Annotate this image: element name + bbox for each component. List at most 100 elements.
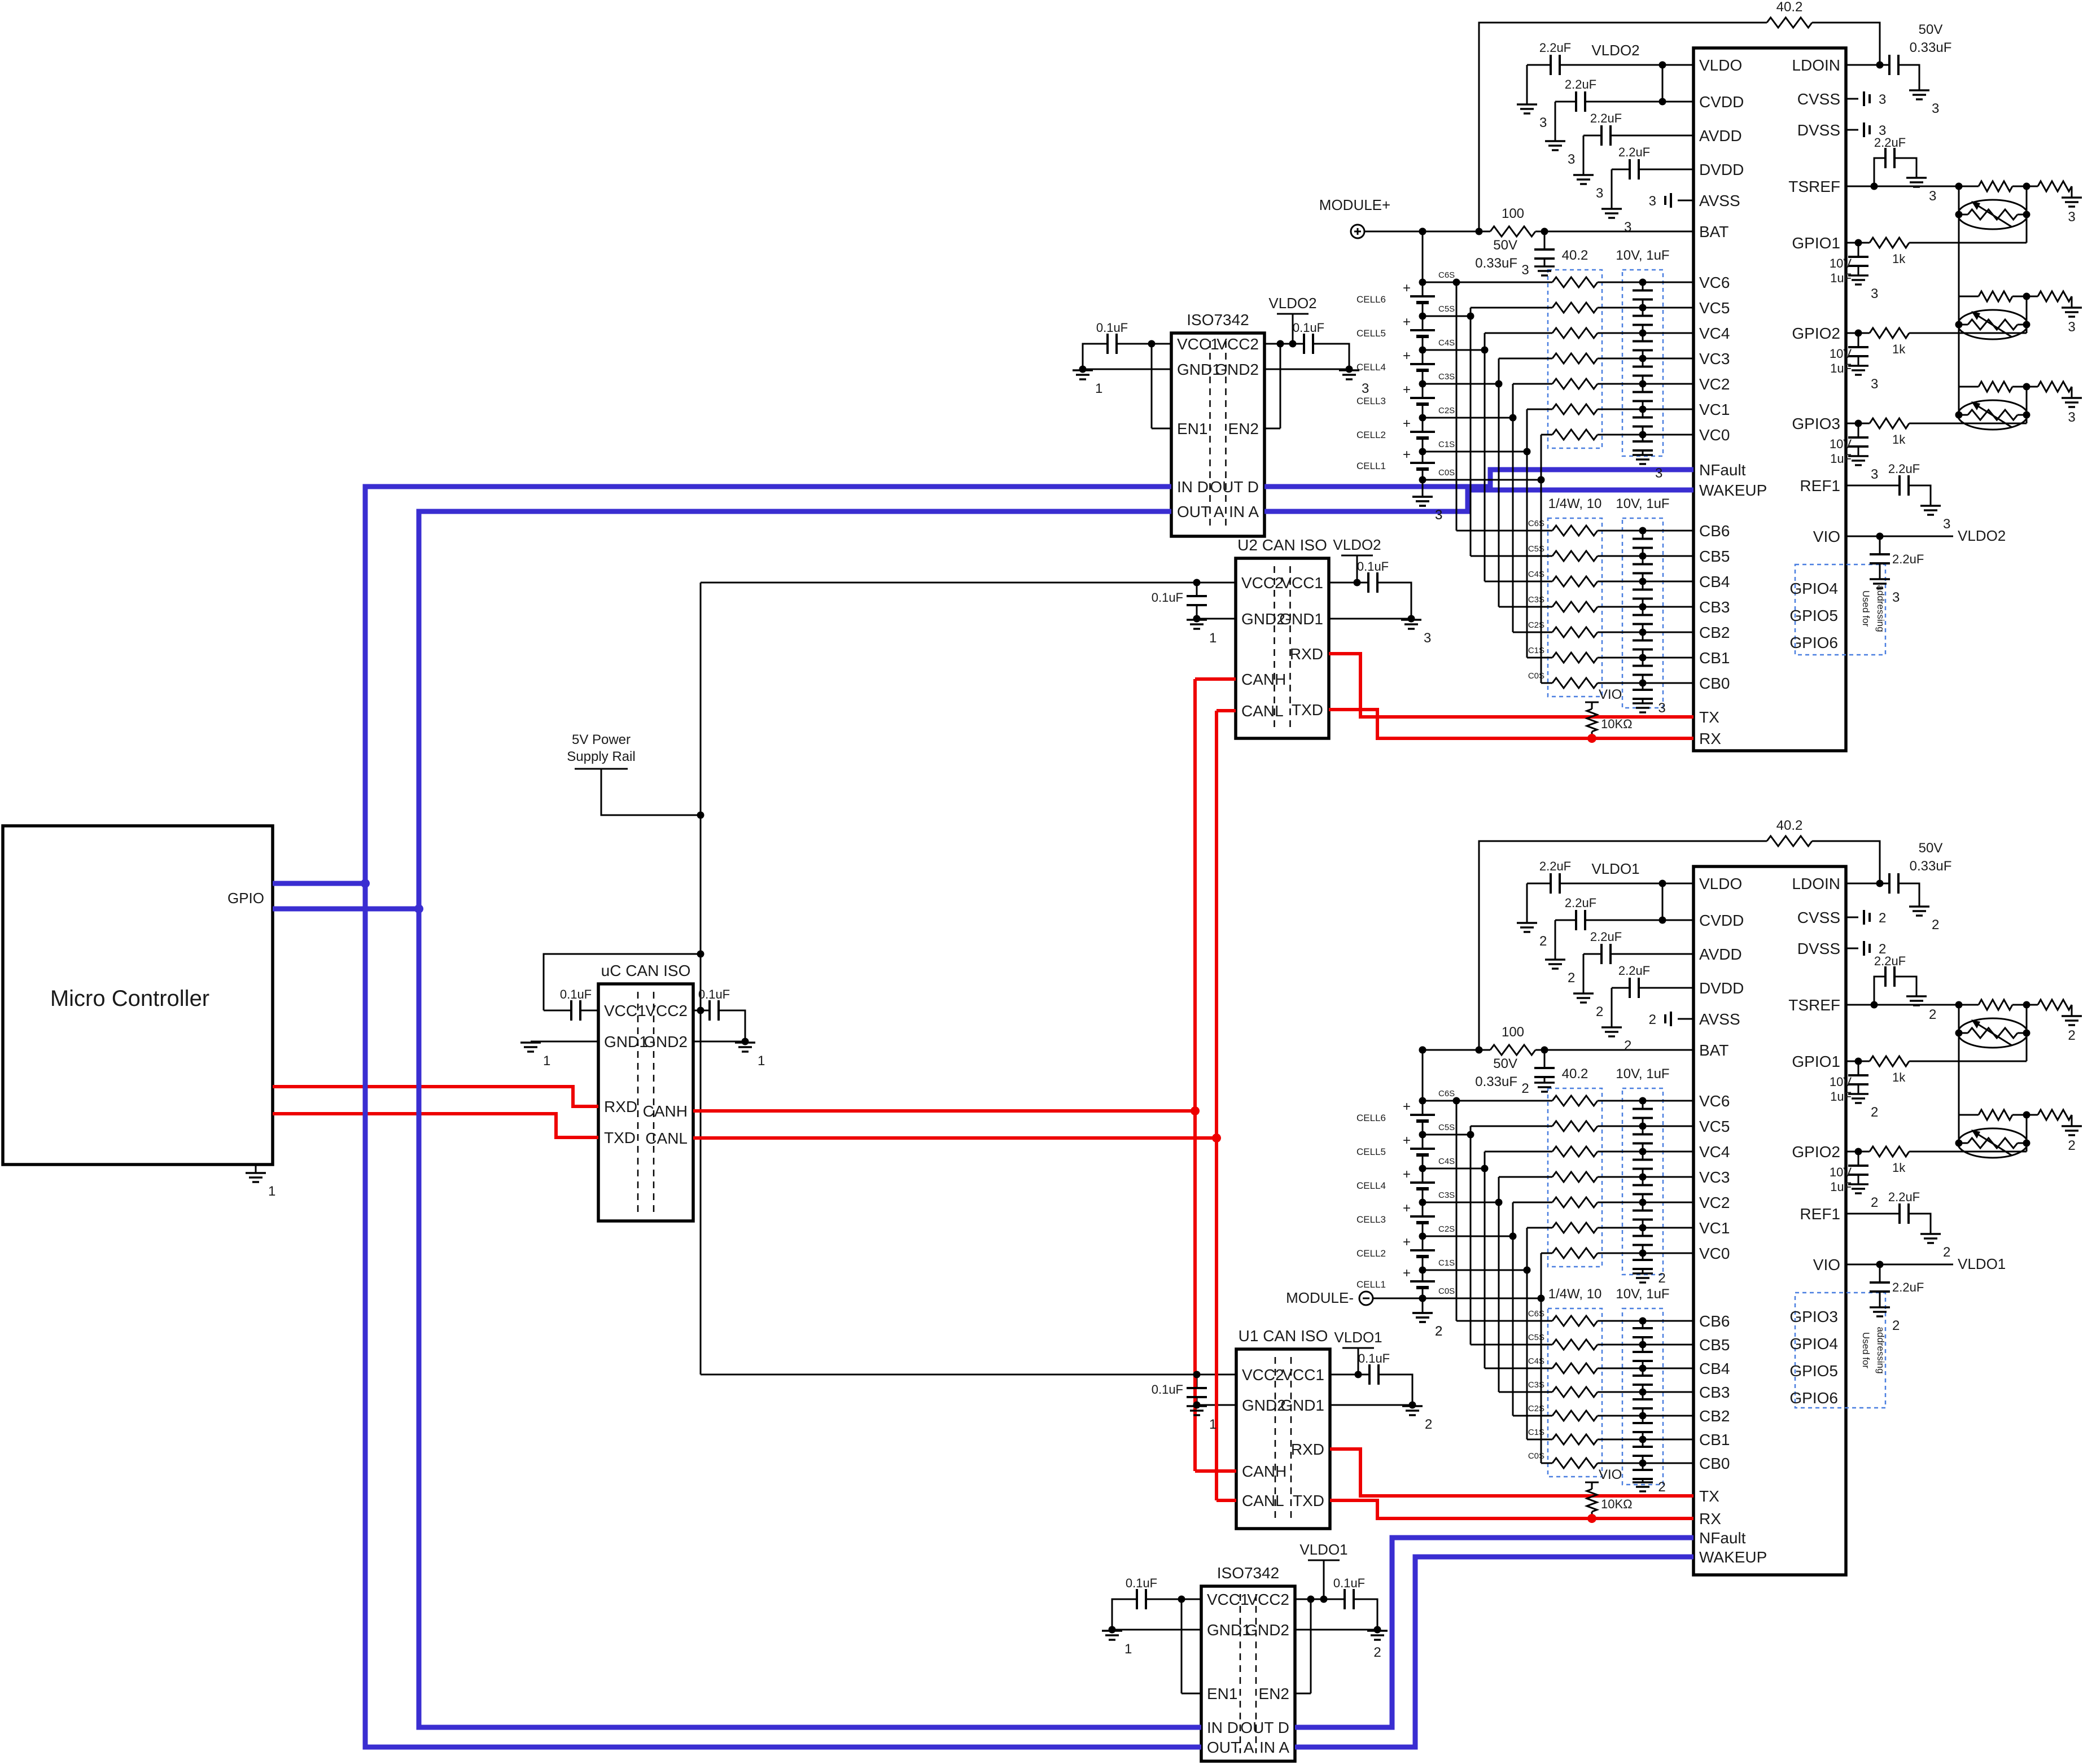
thermistor-icon xyxy=(1971,1019,1980,1028)
dashed-group-box xyxy=(1794,563,1887,656)
label: 0.1uF xyxy=(1333,1576,1365,1590)
label: 1/4W, 10 xyxy=(1548,1286,1602,1302)
tap-label: C0S xyxy=(1528,671,1544,681)
ground-net-number: 2 xyxy=(1596,1004,1603,1019)
pin-VCC2: VCC2 xyxy=(1241,574,1284,592)
ground-net-number: 3 xyxy=(1932,101,1939,116)
wire xyxy=(1898,882,1920,907)
pin-VC5: VC5 xyxy=(1699,299,1730,317)
pin-OUT D: OUT D xyxy=(1210,478,1259,496)
junction-dot xyxy=(1639,1317,1647,1325)
mc-title: Micro Controller xyxy=(50,986,209,1011)
tap-label: C5S xyxy=(1438,1123,1455,1132)
ground-net-number: 3 xyxy=(1649,194,1656,209)
label: Used for xyxy=(1861,1332,1871,1369)
pin-OUT A: OUT A xyxy=(1177,503,1224,520)
pin-GND1: GND1 xyxy=(1279,610,1323,628)
junction-dot xyxy=(1509,1232,1517,1240)
ground-net-number: 2 xyxy=(1521,1081,1529,1096)
junction-dot xyxy=(1639,603,1647,611)
can-wire xyxy=(1330,1447,1693,1498)
wire xyxy=(1812,840,1881,883)
resistor xyxy=(1551,575,1599,588)
junction-dot xyxy=(1870,1001,1878,1009)
junction-dot xyxy=(1320,1595,1328,1603)
junction-dot xyxy=(1467,312,1474,320)
net-label: VIO xyxy=(1599,1467,1622,1482)
cell-polarity: + xyxy=(1403,348,1411,364)
ground-net-number: 2 xyxy=(1568,970,1575,986)
junction-dot xyxy=(1537,1294,1545,1302)
junction-dot xyxy=(1193,1371,1201,1378)
resistor xyxy=(2037,1108,2073,1122)
resistor xyxy=(1551,676,1599,690)
junction-dot xyxy=(1639,304,1647,312)
junction-dot xyxy=(1639,1341,1647,1349)
ic-afe2 xyxy=(1692,865,1848,1577)
power-rail-label: Supply Rail xyxy=(567,749,635,764)
ic-u1-can-iso xyxy=(1235,1347,1332,1530)
pin-CANL: CANL xyxy=(645,1130,688,1147)
resistor xyxy=(1551,600,1599,614)
tap-label: C6S xyxy=(1438,270,1455,280)
cell-label: CELL6 xyxy=(1356,1113,1386,1123)
pin-CB5: CB5 xyxy=(1699,1336,1730,1354)
junction-dot xyxy=(1419,1046,1426,1054)
junction-dot xyxy=(1178,1595,1185,1603)
cell-label: CELL2 xyxy=(1356,430,1386,440)
gpio-addr-label: GPIO5 xyxy=(1789,607,1838,624)
junction-dot xyxy=(1639,278,1647,286)
net-label: VIO xyxy=(1599,687,1622,702)
ground-net-number: 3 xyxy=(1596,186,1603,201)
junction-dot xyxy=(1419,1294,1426,1302)
ground-net-number: 2 xyxy=(1879,911,1886,926)
tap-label: C4S xyxy=(1528,1356,1544,1366)
thermistor-icon xyxy=(1971,311,1980,320)
junction-dot xyxy=(1955,1029,1963,1037)
label: 2.2uF xyxy=(1892,1280,1924,1294)
junction-dot xyxy=(1955,211,1963,218)
junction-dot xyxy=(1345,365,1353,373)
label: 10V, 1uF xyxy=(1616,1066,1669,1082)
pin-CB1: CB1 xyxy=(1699,1431,1730,1448)
wire xyxy=(600,769,701,816)
pin-CVSS: CVSS xyxy=(1797,90,1840,108)
pin-CB3: CB3 xyxy=(1699,598,1730,616)
pin-EN2: EN2 xyxy=(1228,420,1259,437)
resistor xyxy=(1551,549,1599,563)
junction-dot xyxy=(1658,879,1666,887)
pin-VIO: VIO xyxy=(1813,1256,1840,1273)
junction-dot xyxy=(1876,532,1884,540)
junction-dot xyxy=(1193,1401,1201,1409)
pin-EN1: EN1 xyxy=(1177,420,1207,437)
junction-dot xyxy=(1955,1001,1963,1009)
resistor xyxy=(1489,225,1537,238)
pin-IN A: IN A xyxy=(1259,1739,1289,1756)
label: 0.33uF xyxy=(1475,256,1517,271)
wire xyxy=(1478,840,1767,1050)
tap-label: C1S xyxy=(1528,646,1544,655)
junction-dot xyxy=(1639,527,1647,535)
can-wire xyxy=(273,1085,598,1108)
cell-polarity: + xyxy=(1403,1266,1411,1281)
wire xyxy=(1909,1213,1932,1234)
cell-label: CELL1 xyxy=(1356,1279,1386,1290)
cap-value: 1uF xyxy=(1830,1180,1852,1194)
label: 0.1uF xyxy=(1152,1382,1183,1397)
resistor xyxy=(1584,708,1600,733)
resistor xyxy=(1551,1170,1599,1184)
label: 2.2uF xyxy=(1539,41,1571,55)
pin-RXD: RXD xyxy=(604,1098,637,1115)
wire xyxy=(1313,343,1350,369)
cell-label: CELL5 xyxy=(1356,328,1386,339)
cell-label: CELL3 xyxy=(1356,396,1386,406)
pin-GND2: GND2 xyxy=(1241,610,1285,628)
pin-CB5: CB5 xyxy=(1699,548,1730,565)
resistor xyxy=(1977,997,2014,1012)
pin-TXD: TXD xyxy=(604,1129,636,1146)
ground-net-number: 2 xyxy=(1879,942,1886,957)
digital-wire xyxy=(1264,487,1693,514)
junction-dot xyxy=(1276,340,1284,348)
label: 0.1uF xyxy=(1096,321,1128,335)
